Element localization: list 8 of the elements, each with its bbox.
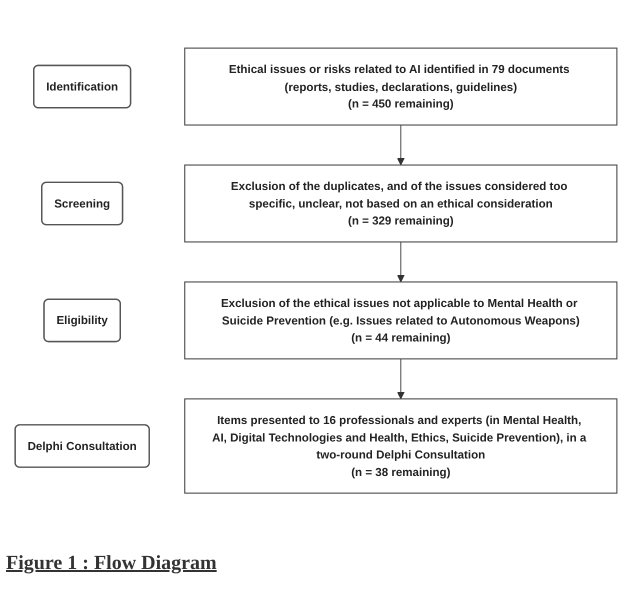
node-box: Exclusion of the duplicates, and of the issues considered too specific, unclear, not based on an ethical consideration (n = 329 remaining) bbox=[184, 164, 618, 243]
arrow bbox=[396, 242, 405, 283]
figure-caption: Figure 1 : Flow Diagram bbox=[6, 552, 217, 575]
arrow bbox=[396, 124, 405, 166]
node-box: Items presented to 16 professionals and experts (in Mental Health, AI, Digital Technologies and Health, Ethics, Suicide Prevention), in a two-round Delphi Consultation (n = 38 remaining) bbox=[184, 398, 618, 494]
node-box: Exclusion of the ethical issues not applicable to Mental Health or Suicide Prevention (e.g. Issues related to Autonomous Weapons) (n = 44 remaining) bbox=[184, 282, 618, 360]
node-box: Ethical issues or risks related to AI identified in 79 documents (reports, studies, declarations, guidelines) (n = 450 remaining) bbox=[184, 48, 618, 126]
arrow bbox=[396, 358, 405, 400]
